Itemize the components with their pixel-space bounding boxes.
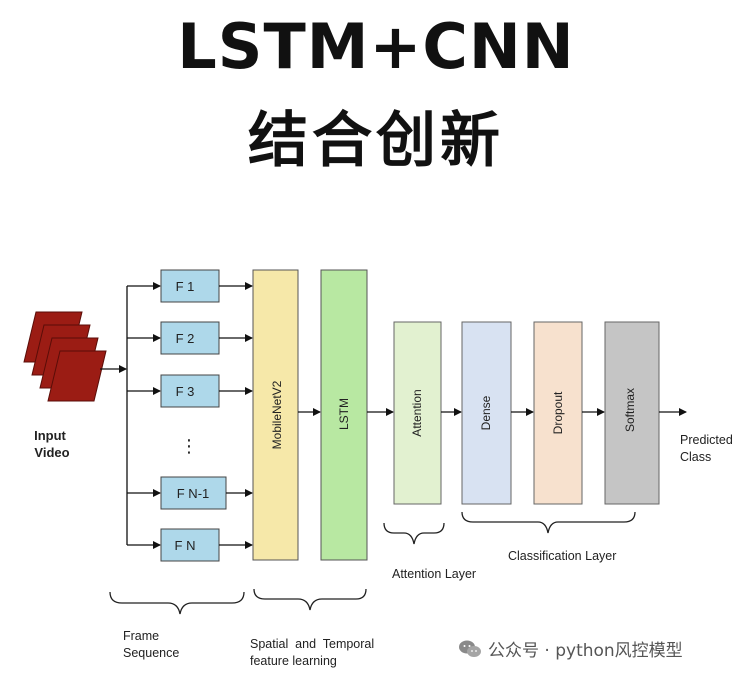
frame-label: F 1 — [176, 279, 195, 294]
lstm-block: LSTM — [320, 269, 368, 561]
frame-label: F 3 — [176, 384, 195, 399]
frames-ellipsis: ⋮ — [180, 436, 198, 456]
frame-label: F N-1 — [177, 486, 210, 501]
frame-label: F N — [175, 538, 196, 553]
frame-sequence-label-2: Sequence — [123, 646, 179, 660]
mobilenet-block: MobileNetV2 — [252, 269, 299, 561]
frame-sequence-label-1: Frame — [123, 629, 159, 643]
watermark-text: 公众号 · python风控模型 — [488, 641, 683, 661]
attention-layer-brace — [383, 522, 445, 545]
spatial-temporal-brace — [253, 588, 367, 611]
spatial-temporal-label-1: Spatial and Temporal — [250, 637, 374, 651]
dropout-label: Dropout — [551, 391, 565, 434]
attention-layer-label: Attention Layer — [392, 567, 476, 581]
softmax-label: Softmax — [623, 388, 637, 432]
watermark: 公众号 · python风控模型 — [458, 636, 683, 661]
frame-box-2: F 2 — [160, 321, 220, 355]
frame-input-arrows — [127, 282, 161, 549]
attention-label: Attention — [410, 389, 424, 436]
title-line-2: 结合创新 — [248, 106, 504, 176]
classification-layer-label: Classification Layer — [508, 549, 616, 563]
frame-box-n-1: F N-1 — [160, 476, 227, 510]
dense-label: Dense — [479, 395, 493, 430]
output-label-1: Predicted — [680, 433, 733, 447]
title-line-1: LSTM+CNN — [177, 10, 575, 83]
frame-box-3: F 3 — [160, 374, 220, 408]
mobilenet-label: MobileNetV2 — [270, 380, 284, 449]
frame-label: F 2 — [176, 331, 195, 346]
dense-block: Dense — [461, 321, 512, 505]
frame-box-n: F N — [160, 528, 220, 562]
frame-sequence-brace — [109, 591, 245, 615]
attention-block: Attention — [393, 321, 442, 505]
frame-box-1: F 1 — [160, 269, 220, 303]
frame-output-arrows — [219, 282, 253, 549]
classification-layer-brace — [461, 511, 636, 534]
input-label-1: Input — [34, 428, 66, 443]
softmax-block: Softmax — [604, 321, 660, 505]
input-video-icon — [23, 311, 107, 402]
output-label-2: Class — [680, 450, 711, 464]
input-label-2: Video — [34, 445, 69, 460]
wechat-icon — [459, 640, 481, 657]
lstm-label: LSTM — [337, 398, 351, 430]
spatial-temporal-label-2: feature learning — [250, 654, 337, 668]
dropout-block: Dropout — [533, 321, 583, 505]
